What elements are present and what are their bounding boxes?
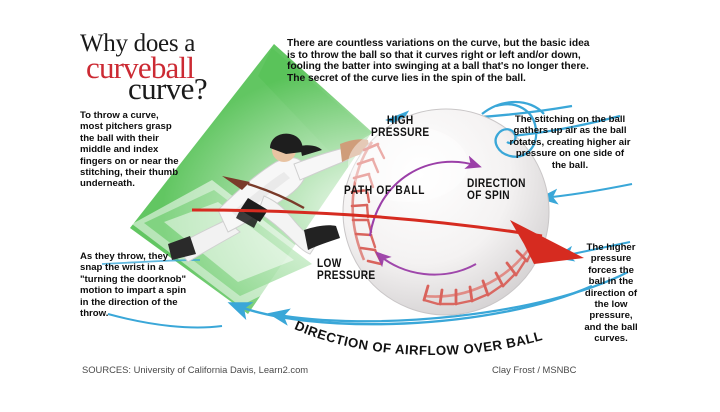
ball-path-arrow [191, 176, 584, 264]
label-path-of-ball: PATH OF BALL [344, 185, 426, 197]
label-high-pressure: HIGH PRESSURE [371, 115, 430, 139]
sources-credit: SOURCES: University of California Davis,… [82, 364, 309, 375]
label-direction-of-spin: DIRECTION OF SPIN [467, 178, 526, 202]
page-title: Why does a curveball curve? [80, 30, 310, 106]
intro-paragraph: There are countless variations on the cu… [287, 38, 639, 84]
title-line-3: curve? [128, 70, 208, 106]
airflow-text: DIRECTION OF AIRFLOW OVER BALL [293, 318, 545, 358]
diagram-artwork [72, 14, 648, 386]
intro-line: fooling the batter into swinging at a ba… [287, 61, 589, 73]
baseball-graphic [342, 108, 550, 316]
title-line-1: Why does a [80, 30, 196, 57]
intro-line: is to throw the ball so that it curves r… [287, 49, 581, 61]
callout-stitching: The stitching on the ball gathers up air… [509, 114, 631, 171]
spin-spiral-icon [481, 100, 545, 158]
title-line-2: curveball [86, 49, 195, 85]
callout-grip: To throw a curve, most pitchers grasp th… [80, 110, 179, 190]
author-credit: Clay Frost / MSNBC [492, 364, 577, 375]
intro-line: There are countless variations on the cu… [287, 38, 590, 49]
intro-line: The secret of the curve lies in the spin… [287, 72, 526, 84]
callout-pressure-force: The higher pressure forces the ball in t… [584, 242, 638, 345]
label-airflow-direction: DIRECTION OF AIRFLOW OVER BALL [284, 314, 614, 364]
callout-wrist-snap: As they throw, they snap the wrist in a … [80, 251, 187, 320]
infographic-canvas: Why does a curveball curve? There are co… [72, 14, 648, 386]
label-low-pressure: LOW PRESSURE [317, 258, 376, 282]
